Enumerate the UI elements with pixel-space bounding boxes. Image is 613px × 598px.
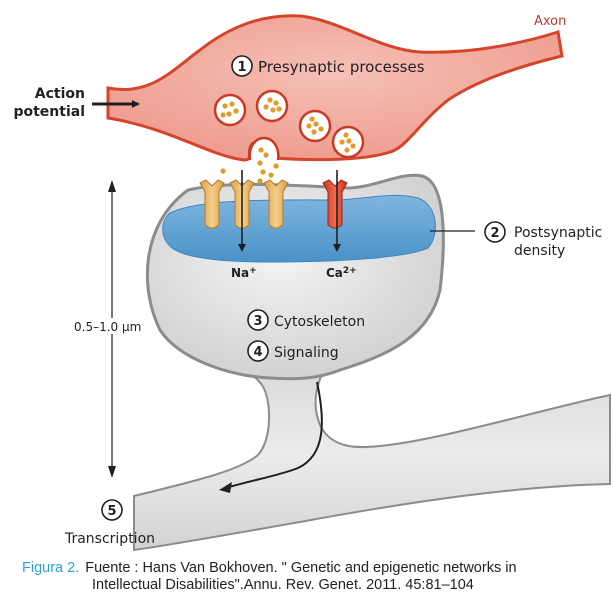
cytoskeleton-label: Cytoskeleton xyxy=(274,314,365,330)
dendrite-shaft xyxy=(133,359,611,552)
step-number-badge xyxy=(247,340,269,362)
step-number-badge xyxy=(101,499,123,521)
step-number-badge xyxy=(247,309,269,331)
synaptic-vesicles xyxy=(213,89,365,159)
vesicle xyxy=(331,125,365,159)
step-3: 3 Cytoskeleton xyxy=(247,309,365,331)
signaling-label: Signaling xyxy=(274,345,339,361)
figure-caption: Figura 2. Fuente : Hans Van Bokhoven. " G… xyxy=(22,560,612,594)
transcription-label: Transcription xyxy=(64,531,155,547)
ca-channel xyxy=(322,179,348,229)
scale-label: 0.5–1.0 µm xyxy=(74,320,141,334)
svg-text:1: 1 xyxy=(237,60,246,75)
scale-label-bg xyxy=(72,318,148,334)
step-number-badge xyxy=(484,221,506,243)
postsynaptic-density-label-line2: density xyxy=(514,243,565,259)
na-ion-label: Na+ xyxy=(231,266,257,280)
step-4: 4 Signaling xyxy=(247,340,339,362)
step-1: 1 Presynaptic processes xyxy=(231,55,425,77)
postsynaptic-density xyxy=(162,194,436,263)
signaling-path-arrow xyxy=(225,381,323,489)
ca-ion-label: Ca2+ xyxy=(326,266,357,280)
caption-line-1: Fuente : Hans Van Bokhoven. " Genetic an… xyxy=(85,560,517,576)
vesicle xyxy=(255,89,289,123)
svg-text:4: 4 xyxy=(253,345,262,360)
step-2: 2 Postsynaptic density xyxy=(484,221,602,259)
svg-text:5: 5 xyxy=(107,504,116,519)
caption-line-2: Intellectual Disabilities".Annu. Rev. Ge… xyxy=(92,577,474,593)
step-5: 5 Transcription xyxy=(64,499,155,547)
exocytosis-pore xyxy=(248,136,280,161)
presynaptic-processes-label: Presynaptic processes xyxy=(258,58,425,76)
vesicle xyxy=(298,109,332,143)
vesicle xyxy=(213,93,247,127)
na-channels xyxy=(199,179,289,229)
figure-label: Figura 2. xyxy=(22,560,80,576)
postsynaptic-density-label-line1: Postsynaptic xyxy=(514,225,602,241)
svg-text:3: 3 xyxy=(253,314,262,329)
na-channel xyxy=(263,179,289,229)
na-channel xyxy=(199,179,225,229)
svg-text:2: 2 xyxy=(490,226,499,241)
signaling-arrowhead-icon xyxy=(219,482,232,493)
axon-label: Axon xyxy=(534,14,566,29)
step-number-badge xyxy=(231,55,253,77)
neurotransmitters xyxy=(220,147,279,184)
action-potential-label-line1: Action xyxy=(35,86,85,102)
action-potential-label-line2: potential xyxy=(13,104,85,120)
